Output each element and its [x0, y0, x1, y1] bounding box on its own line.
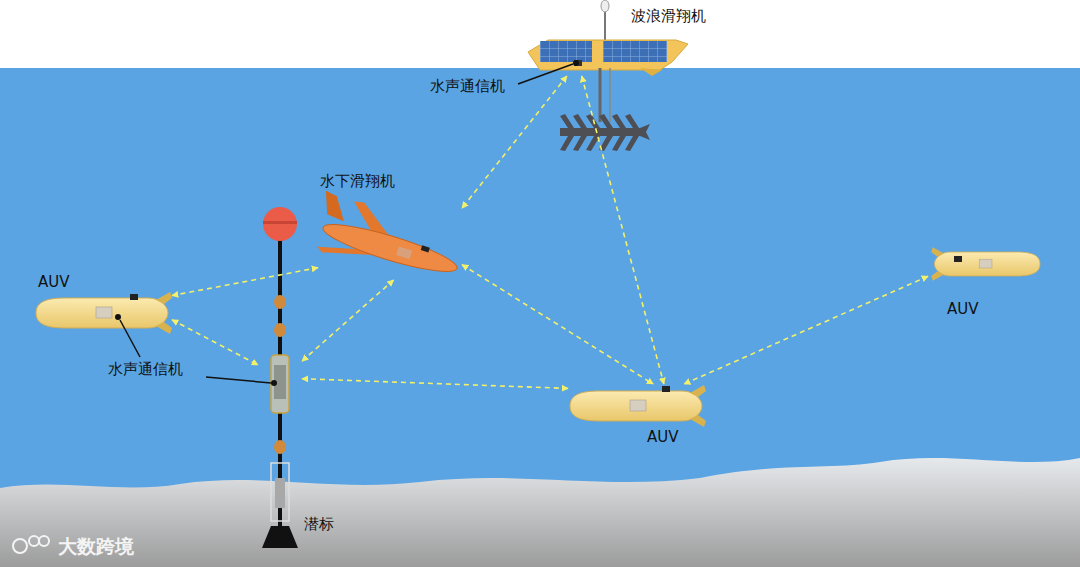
vehicle-node: AUV: [928, 250, 1044, 284]
callout-label: 水声通信机: [108, 360, 183, 378]
vehicle-node: AUV: [34, 291, 172, 331]
acoustic-link: [462, 265, 653, 384]
callout-label: 水声通信机: [430, 77, 505, 95]
vehicle-label: AUV: [38, 273, 70, 291]
acoustic-link: [172, 268, 318, 296]
acoustic-link: [684, 276, 928, 384]
vehicle-label: 水下滑翔机: [320, 172, 395, 190]
vehicle-label: 波浪滑翔机: [631, 7, 706, 25]
acoustic-link: [462, 76, 567, 208]
vehicle-node: 潜标: [258, 205, 302, 550]
vehicle-label: AUV: [647, 428, 679, 446]
acoustic-link: [302, 379, 568, 389]
vehicle-label: AUV: [947, 300, 979, 318]
vehicle-node: 波浪滑翔机: [524, 36, 692, 76]
vehicle-label: 潜标: [304, 515, 334, 533]
acoustic-link: [302, 280, 394, 361]
vehicle-node: 水下滑翔机: [318, 200, 462, 280]
watermark: 大数跨境: [58, 535, 134, 558]
acoustic-link: [172, 320, 258, 365]
acoustic-link: [582, 76, 664, 384]
vehicle-node: AUV: [568, 384, 704, 424]
